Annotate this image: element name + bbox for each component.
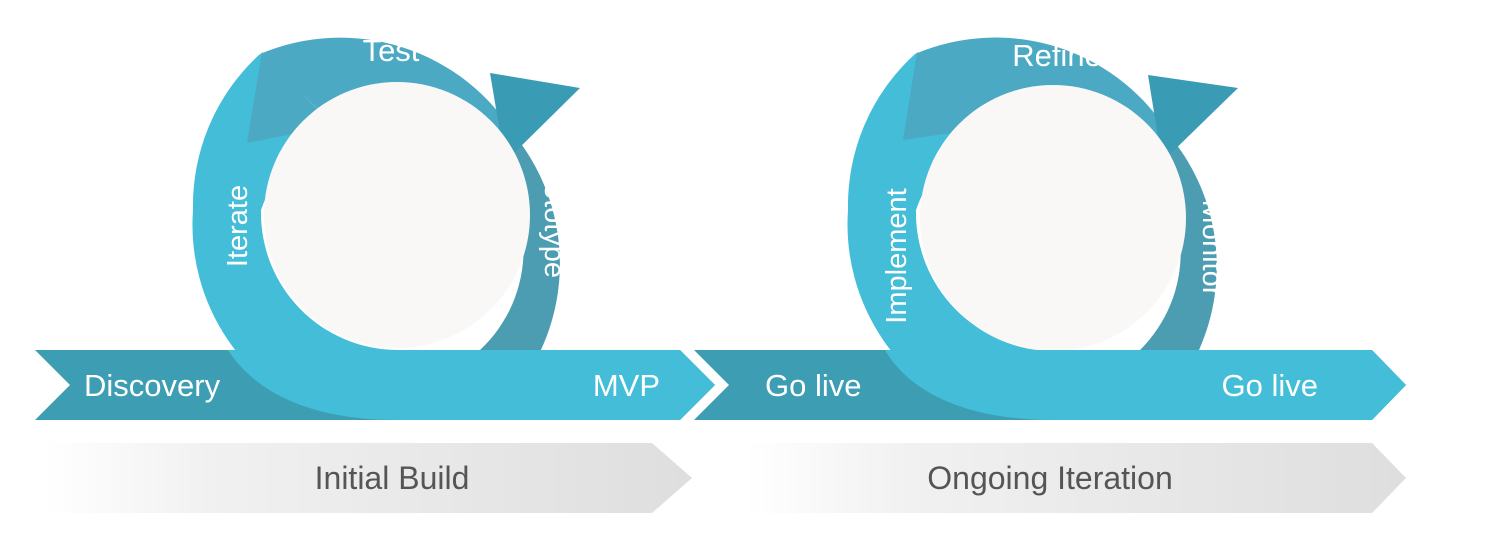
cycle-1-label-iterate: Iterate [222,185,254,267]
timeline-stage-2: Go live Go live [694,350,1406,420]
cycle-1-center [264,82,530,348]
cycle-2: Refine Monitor Implement [847,37,1238,420]
cycle-1-label-prototype: Prototype [538,154,570,278]
timeline-stage-1-highlight [228,350,715,420]
cycle-1: Test Prototype Iterate [192,33,580,420]
phase-ongoing-iteration: Ongoing Iteration [745,443,1406,513]
timeline-label-go-live-start: Go live [765,368,861,403]
timeline-label-mvp: MVP [593,368,660,403]
cycle-2-center [920,85,1186,351]
timeline-label-discovery: Discovery [84,368,221,403]
cycle-2-left-ring [847,54,1053,420]
phase-initial-build: Initial Build [45,443,692,513]
cycle-2-right-arrowhead [1148,75,1238,162]
timeline-label-go-live-end: Go live [1222,368,1318,403]
cycle-1-bottom-curve [228,350,397,420]
cycle-2-label-monitor: Monitor [1196,200,1228,297]
timeline-stage-1: Discovery MVP [35,350,715,420]
phase-initial-build-chevron [45,443,692,513]
cycle-2-bottom-curve [885,350,1053,420]
phase-ongoing-iteration-chevron [745,443,1406,513]
cycle-2-right-arc [1136,139,1217,350]
phase-ongoing-iteration-label: Ongoing Iteration [927,460,1173,496]
cycle-2-label-refine: Refine [1012,38,1102,73]
phase-initial-build-label: Initial Build [315,460,470,496]
cycle-1-label-test: Test [363,33,420,68]
cycle-1-left-ring [192,54,397,420]
cycle-1-right-arc [479,136,560,350]
cycle-2-label-implement: Implement [881,188,913,323]
timeline-stage-2-highlight [885,350,1406,420]
cycle-1-right-arrowhead [490,73,580,162]
